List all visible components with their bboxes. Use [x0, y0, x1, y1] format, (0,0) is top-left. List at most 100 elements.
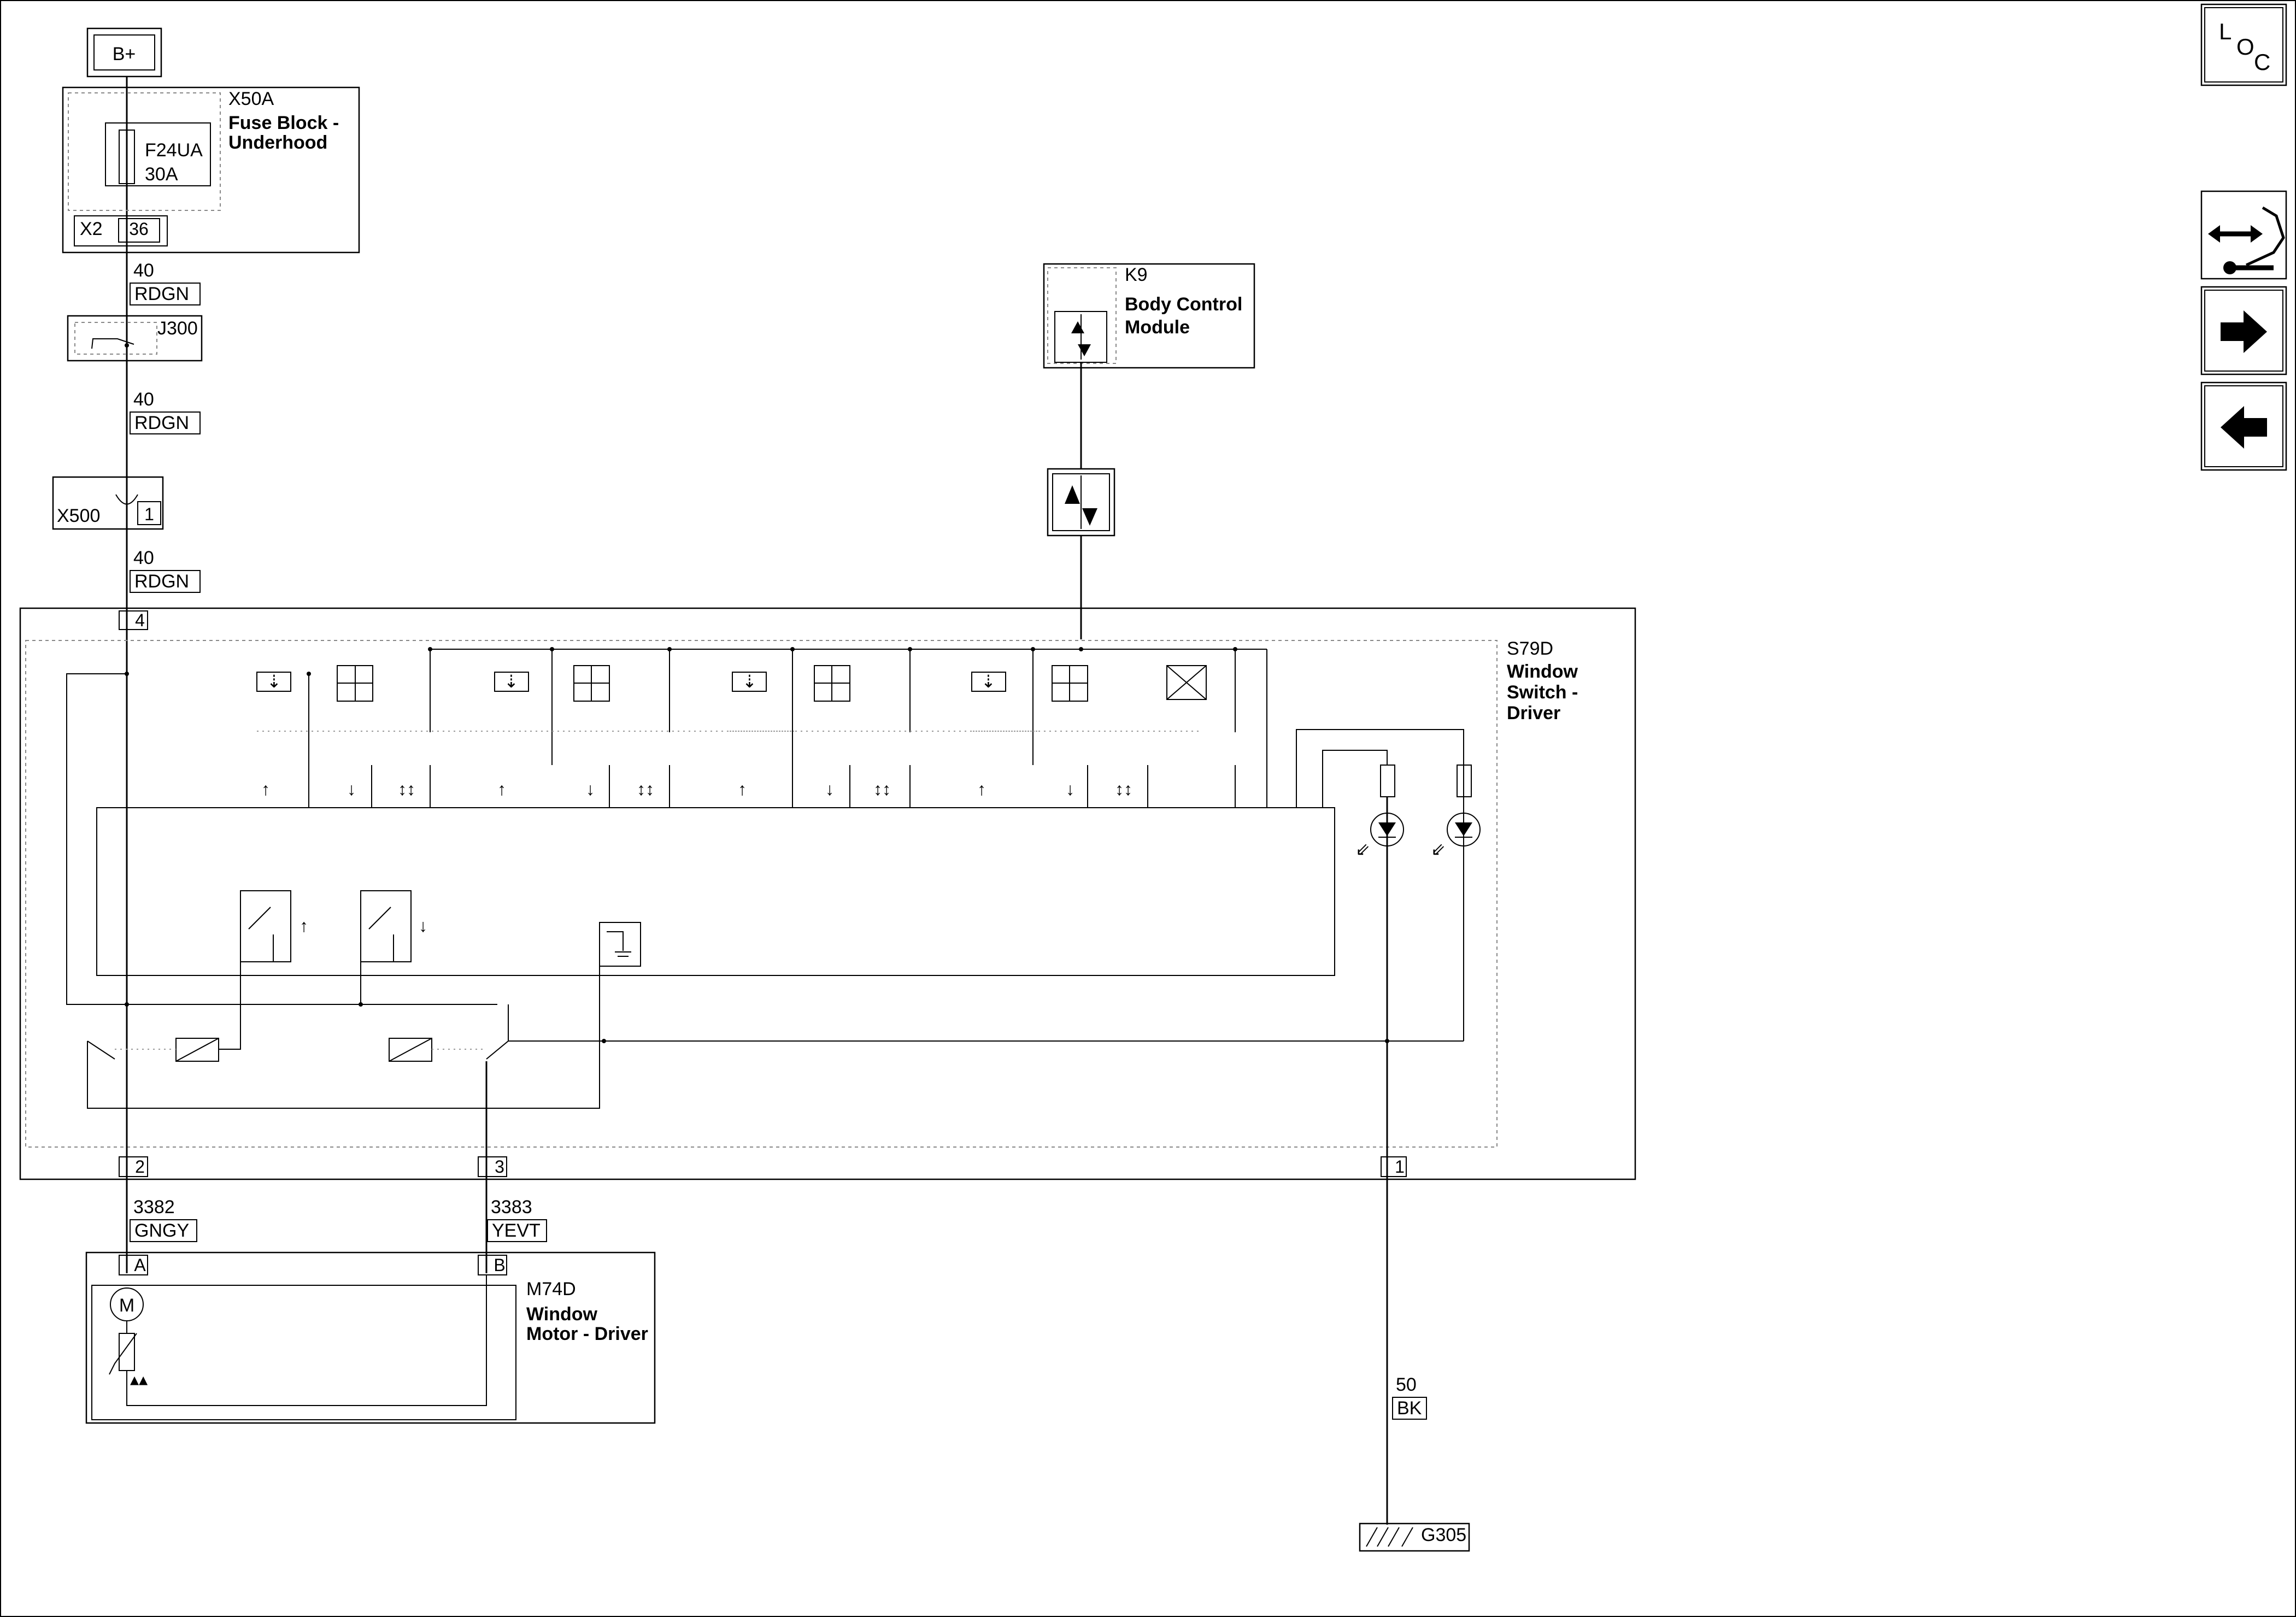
switch-cluster-4[interactable]: ⇣ ↑ ↓ ↕↕: [971, 649, 1202, 808]
fuse-block-name-2: Underhood: [228, 132, 327, 153]
wire-label-1: 40 RDGN: [130, 260, 201, 305]
svg-text:↕↕: ↕↕: [1115, 779, 1132, 799]
motor-name-2: Motor - Driver: [526, 1324, 648, 1344]
indicator-led-2: ⇙: [1431, 765, 1481, 859]
svg-text:↑: ↑: [738, 779, 747, 799]
switch-logic-box: [96, 807, 1335, 976]
svg-text:YEVT: YEVT: [492, 1220, 541, 1241]
arrow-right-icon: [2221, 310, 2267, 353]
ground-ref: G305: [1421, 1525, 1466, 1545]
inline-connector-x500[interactable]: X500 1: [52, 476, 164, 530]
svg-text:↑: ↑: [300, 916, 308, 936]
svg-text:⇙: ⇙: [1431, 839, 1446, 859]
battery-source: B+: [86, 27, 162, 78]
svg-text:↕↕: ↕↕: [398, 779, 415, 799]
switch-cluster-1[interactable]: ⇣ ↑ ↓ ↕↕: [256, 649, 568, 808]
next-page-button[interactable]: [2200, 286, 2287, 375]
svg-text:3382: 3382: [133, 1197, 175, 1218]
motor-symbol: M: [119, 1295, 134, 1316]
switch-pin-down: 3: [495, 1157, 504, 1177]
motor-pin-a: A: [134, 1255, 146, 1275]
svg-text:↓: ↓: [419, 916, 427, 936]
window-switch-driver[interactable]: S79D Window Switch - Driver 4 ⇣ ↑ ↓ ↕↕: [19, 607, 1636, 1186]
svg-text:↑: ↑: [261, 779, 270, 799]
switch-name-1: Window: [1507, 661, 1578, 682]
motor-ref: M74D: [526, 1279, 576, 1300]
svg-text:⇙: ⇙: [1355, 839, 1370, 859]
svg-text:↓: ↓: [1066, 779, 1074, 799]
svg-text:↓: ↓: [347, 779, 356, 799]
svg-text:↑: ↑: [977, 779, 986, 799]
locator-button[interactable]: L O C: [2200, 3, 2287, 86]
svg-text:⇣: ⇣: [981, 672, 996, 691]
svg-text:▴▴: ▴▴: [130, 1369, 148, 1389]
switch-cluster-3[interactable]: ⇣ ↑ ↓ ↕↕: [730, 649, 1038, 808]
down-relay-contact: ↓: [360, 890, 427, 962]
svg-text:40: 40: [133, 260, 154, 281]
switch-name-2: Switch -: [1507, 682, 1578, 703]
svg-text:BK: BK: [1397, 1398, 1422, 1419]
splice-j300[interactable]: J300: [67, 315, 203, 362]
fuse-connector-ref: X2: [80, 219, 103, 239]
svg-text:RDGN: RDGN: [134, 413, 189, 433]
svg-text:40: 40: [133, 389, 154, 410]
svg-text:40: 40: [133, 548, 154, 568]
switch-pin-ground: 1: [1395, 1157, 1405, 1177]
svg-text:↑: ↑: [497, 779, 506, 799]
svg-text:GNGY: GNGY: [134, 1220, 189, 1241]
wire-label-ground: 50 BK: [1392, 1374, 1427, 1420]
loc-letter-o: O: [2236, 34, 2254, 60]
x500-pin: 1: [144, 504, 154, 524]
loc-letter-l: L: [2219, 19, 2232, 44]
battery-label: B+: [113, 44, 136, 64]
fuse-pin: 36: [129, 219, 149, 239]
splice-ref: J300: [157, 318, 198, 339]
fuse-id: F24UA: [145, 140, 203, 161]
wire-label-up: 3382 GNGY: [130, 1197, 197, 1242]
switch-cluster-2[interactable]: ⇣ ↑ ↓ ↕↕: [492, 649, 798, 808]
fuse-block[interactable]: X50A Fuse Block - Underhood F24UA 30A X2…: [62, 86, 360, 254]
svg-text:↓: ↓: [825, 779, 834, 799]
wire-label-3: 40 RDGN: [130, 548, 201, 593]
fuse-rating: 30A: [145, 164, 178, 185]
fuse-block-ref: X50A: [228, 89, 274, 109]
window-motor-driver[interactable]: A B M ▴▴ M74D Window Motor - Driver: [85, 1251, 656, 1424]
svg-text:↕↕: ↕↕: [637, 779, 654, 799]
svg-text:⇣: ⇣: [267, 672, 281, 691]
x500-ref: X500: [57, 505, 100, 526]
svg-text:RDGN: RDGN: [134, 571, 189, 592]
indicator-led-1: ⇙: [1296, 729, 1464, 1186]
motor-pin-b: B: [494, 1255, 505, 1275]
body-control-module[interactable]: K9 Body Control Module: [1043, 263, 1255, 369]
wire-label-down: 3383 YEVT: [487, 1197, 547, 1242]
previous-page-button[interactable]: [2200, 381, 2287, 471]
ground-reference: [599, 922, 641, 967]
switch-pin-up: 2: [135, 1157, 145, 1177]
arrow-left-icon: [2221, 406, 2267, 449]
loc-letter-c: C: [2254, 49, 2270, 75]
wire-label-2: 40 RDGN: [130, 389, 201, 434]
svg-text:⇣: ⇣: [742, 672, 757, 691]
connector-view-button[interactable]: [2200, 190, 2287, 280]
svg-text:50: 50: [1396, 1374, 1417, 1395]
switch-ref: S79D: [1507, 638, 1553, 659]
connector-view-icon: [2208, 206, 2285, 274]
switch-pin-power: 4: [135, 610, 145, 630]
up-relay-contact: ↑: [240, 890, 308, 962]
serial-data-symbol: [1047, 468, 1115, 537]
bcm-name-1: Body Control: [1125, 294, 1242, 315]
svg-text:⇣: ⇣: [504, 672, 519, 691]
motor-name-1: Window: [526, 1304, 598, 1325]
svg-text:↓: ↓: [586, 779, 595, 799]
svg-text:RDGN: RDGN: [134, 284, 189, 304]
svg-text:3383: 3383: [491, 1197, 532, 1218]
bcm-ref: K9: [1125, 264, 1148, 285]
ground-g305[interactable]: G305: [1359, 1522, 1470, 1552]
fuse-block-name-1: Fuse Block -: [228, 113, 339, 133]
switch-name-3: Driver: [1507, 703, 1560, 724]
window-lockout-switch[interactable]: [1166, 649, 1236, 808]
svg-text:↕↕: ↕↕: [873, 779, 891, 799]
bcm-name-2: Module: [1125, 317, 1190, 338]
